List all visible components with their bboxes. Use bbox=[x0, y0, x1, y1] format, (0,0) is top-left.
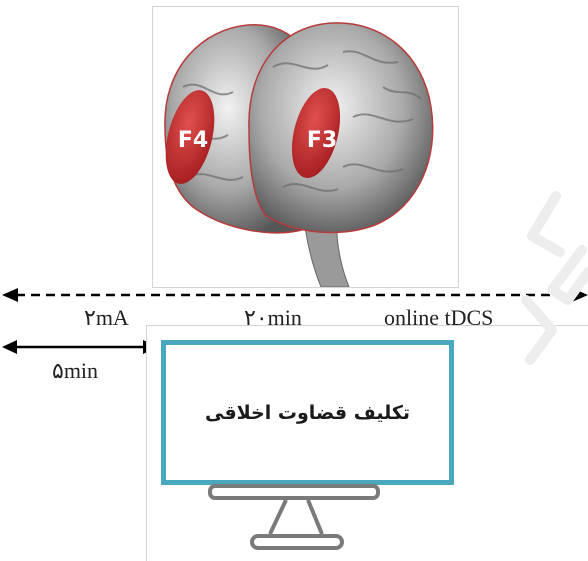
task-text: تکلیف قضاوت اخلاقی bbox=[204, 401, 411, 424]
brain-illustration: F4 F3 bbox=[164, 22, 434, 287]
arrowhead-right-icon bbox=[572, 288, 588, 302]
monitor-neck bbox=[268, 499, 324, 535]
monitor-screen: تکلیف قضاوت اخلاقی bbox=[161, 340, 454, 485]
monitor-stand-icon bbox=[208, 484, 380, 550]
monitor-bezel-bottom bbox=[208, 484, 380, 500]
electrode-f3-label: F3 bbox=[307, 128, 337, 153]
current-label: ۲mA bbox=[84, 305, 129, 330]
electrode-f4-label: F4 bbox=[178, 128, 208, 153]
electrode-f3-shape bbox=[291, 88, 341, 178]
electrode-f4-shape bbox=[165, 90, 215, 184]
brain-image-frame: F4 F3 bbox=[152, 6, 459, 288]
arrowhead-left-icon bbox=[2, 288, 18, 302]
delay-label: ۵min bbox=[52, 358, 99, 383]
arrowhead-left-icon bbox=[2, 340, 17, 354]
monitor-base bbox=[250, 534, 344, 550]
